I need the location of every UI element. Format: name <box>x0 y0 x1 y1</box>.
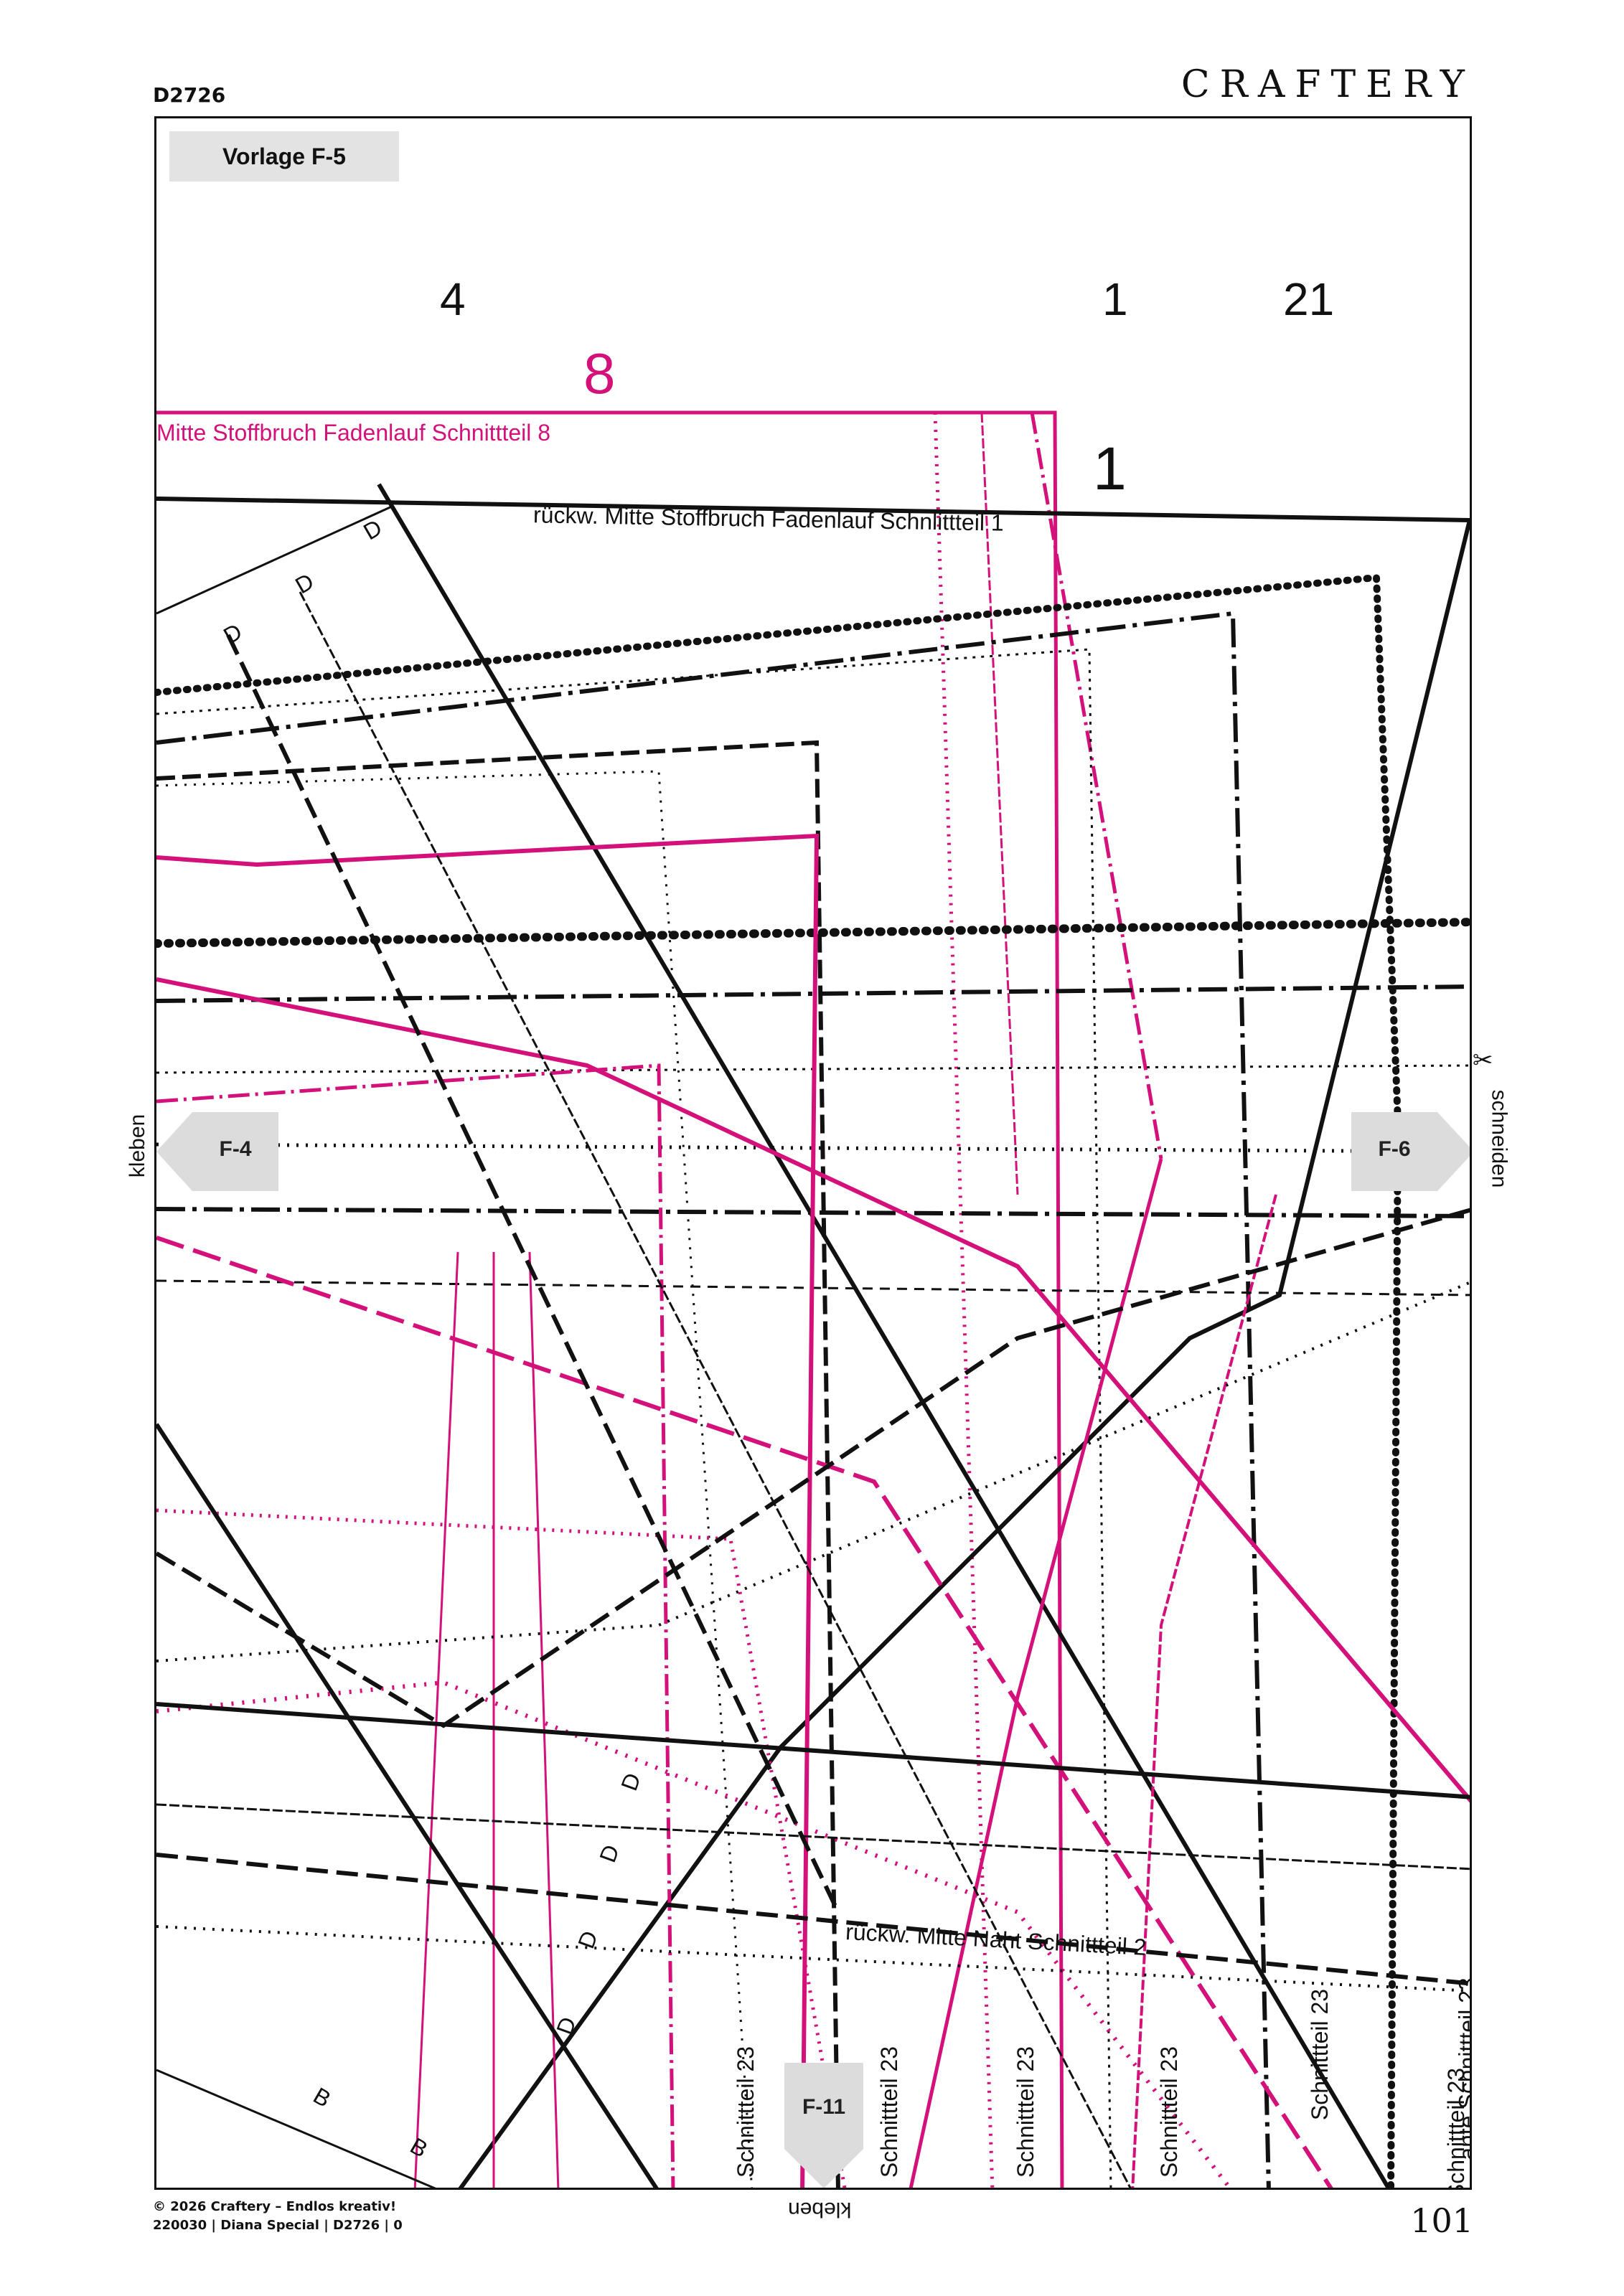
black-dashed-diag <box>226 634 840 1914</box>
pink-curve-1 <box>156 977 1470 1803</box>
vertical-label: Schnittteil 23 <box>733 2046 759 2178</box>
black-dashed-horizontal <box>156 1853 1470 1986</box>
black-piece-1-outline <box>156 497 1470 2188</box>
template-tag: Vorlage F-5 <box>169 131 399 182</box>
black-double-line <box>156 1803 1470 1871</box>
pink-double-line-2 <box>1131 1194 1277 2188</box>
arrow-left-icon <box>156 1112 278 1191</box>
vertical-label: Schnittteil 23 <box>1443 2067 1470 2190</box>
black-thin-diag <box>156 2069 436 2188</box>
cut-right-label: schneiden <box>1487 1089 1511 1188</box>
piece-number-4: 4 <box>440 273 466 325</box>
vertical-label: Schnittteil 23 <box>1307 1988 1333 2121</box>
vertical-label: Schnittteil 23 <box>1156 2046 1183 2178</box>
horizontal-tick-line <box>156 1279 1470 1297</box>
black-dashdot-line <box>156 611 1271 2188</box>
nav-left-label: F-4 <box>219 1137 252 1161</box>
horizontal-dashdot-line <box>156 984 1470 1003</box>
pink-piece-number: 8 <box>583 342 616 405</box>
black-dashed-curve <box>156 1208 1470 1728</box>
black-top-left-diag <box>156 504 394 615</box>
vertical-label: Schnittteil 23 <box>876 2046 903 2178</box>
page-number: 101 <box>1410 2201 1473 2240</box>
black-dashed-line <box>156 740 840 2188</box>
horizontal-dashdot-line-2 <box>156 1207 1470 1218</box>
pink-double-line <box>980 412 1019 1195</box>
tick-line <box>156 770 754 2188</box>
heavy-dotted-line <box>156 573 1402 2188</box>
black-diagonal-line <box>377 483 1391 2188</box>
black-dotted-curve <box>156 1281 1470 1662</box>
pink-piece-outline <box>156 833 820 2188</box>
piece-number-1: 1 <box>1102 273 1128 325</box>
circle-dotted-line <box>156 648 1112 2188</box>
pink-dashdot-2 <box>156 1063 675 2188</box>
black-horizontal-solid <box>156 1702 1470 1799</box>
pink-piece-label: Mitte Stoffbruch Fadenlauf Schnittteil 8 <box>156 420 551 446</box>
glue-bottom-label: kleben <box>788 2198 852 2221</box>
footer-copyright: © 2026 Craftery – Endlos kreativ! 220030… <box>153 2198 403 2235</box>
black-piece-number: 1 <box>1093 435 1127 502</box>
piece-number-21: 21 <box>1283 273 1335 325</box>
pink-dotted-curve <box>156 1508 847 2188</box>
vertical-label: Schnittteil 23 <box>1013 2046 1039 2178</box>
nav-bottom-label: F-11 <box>802 2095 846 2119</box>
scissors-icon: ✂ <box>1473 1047 1493 1074</box>
pink-curve-2 <box>909 1158 1163 2188</box>
pink-thin-3 <box>528 1251 560 2188</box>
black-dotted-horizontal <box>156 1925 1470 1992</box>
black-double-diag <box>299 591 1132 2188</box>
arrow-down-icon <box>784 2063 863 2188</box>
brand-logo: CRAFTERY <box>1181 63 1475 106</box>
pattern-lines <box>156 410 1470 2188</box>
pink-dashdot-line <box>1030 412 1163 1159</box>
document-code: D2726 <box>153 83 226 107</box>
pink-piece-8-outline <box>156 410 1064 2188</box>
arrow-right-icon <box>1351 1112 1470 1191</box>
glue-left-label: kleben <box>126 1114 150 1178</box>
black-lower-diag <box>156 1423 659 2188</box>
pattern-sheet: Vorlage F-5 4 1 21 8 Mitte Stoffbruch Fa… <box>154 116 1472 2190</box>
footer-line-1: © 2026 Craftery – Endlos kreativ! <box>153 2199 397 2214</box>
nav-right-label: F-6 <box>1378 1137 1411 1161</box>
footer-line-2: 220030 | Diana Special | D2726 | 0 <box>153 2218 403 2233</box>
